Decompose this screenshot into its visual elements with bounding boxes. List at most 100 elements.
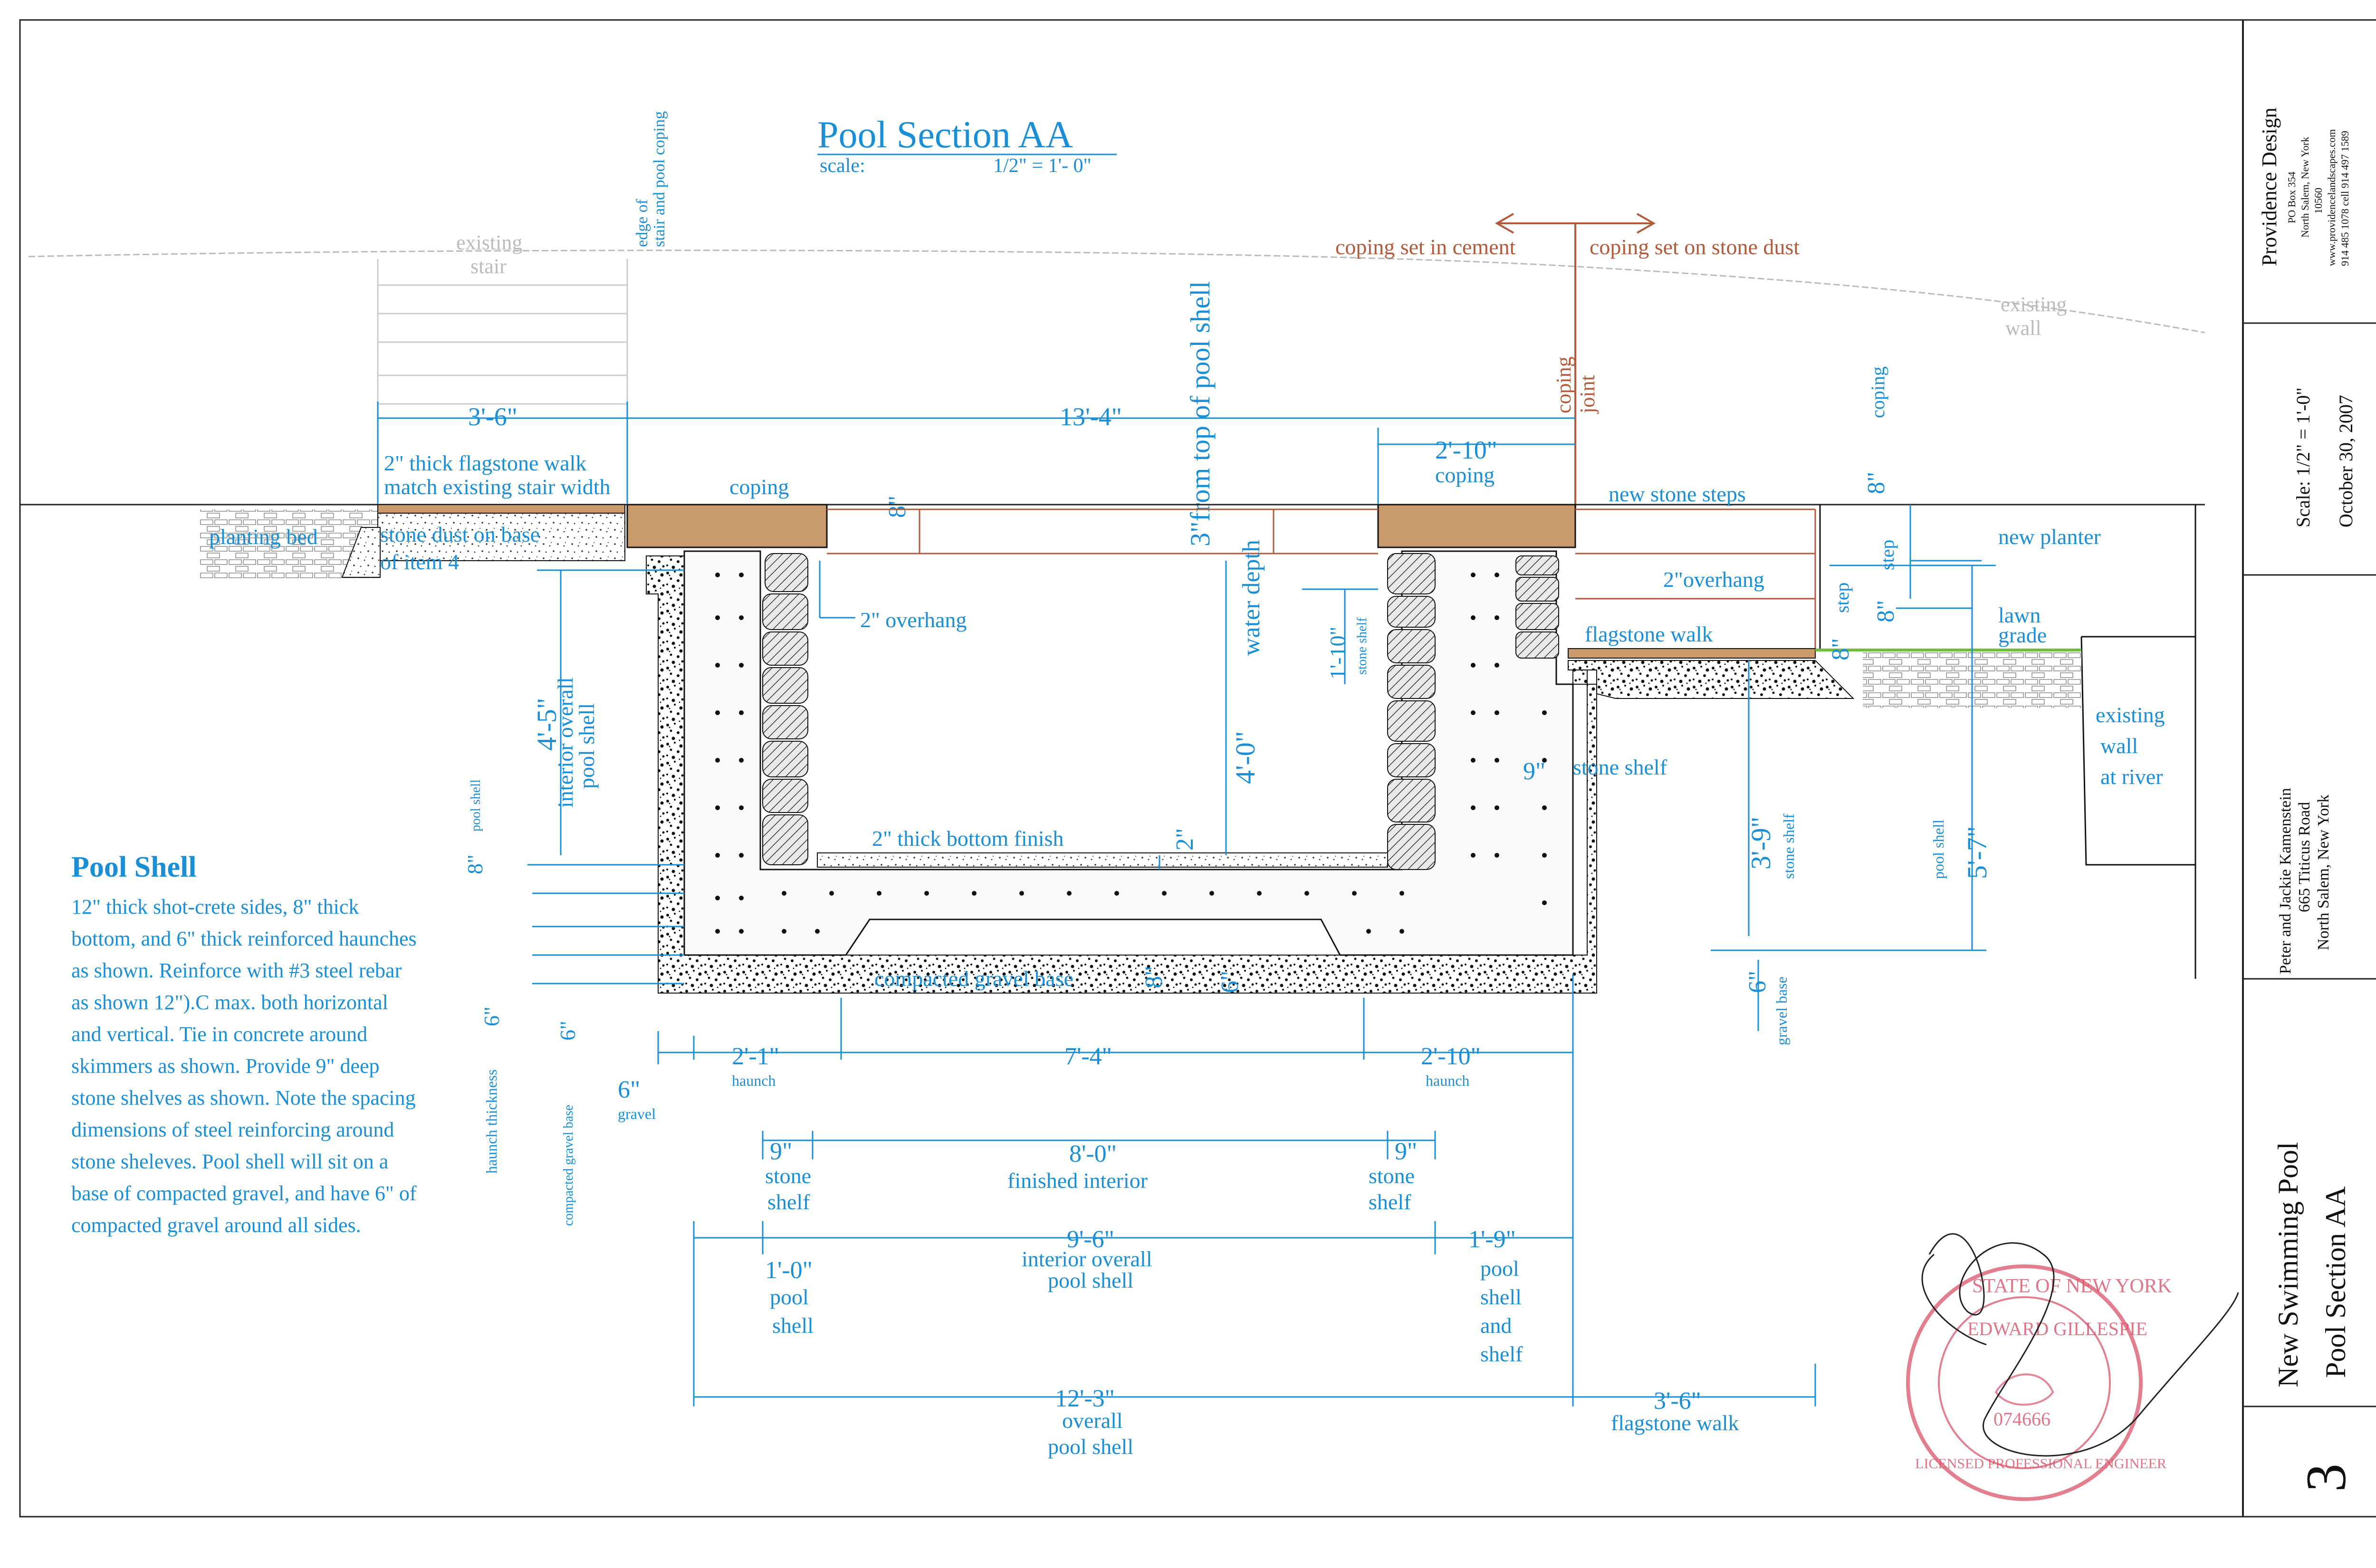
overhang-right-label: 2"overhang xyxy=(1663,567,1764,592)
shell-label-b: shell xyxy=(1480,1285,1522,1309)
interior-overall-b: pool shell xyxy=(1048,1268,1133,1292)
dim-8-coping-left: 8" xyxy=(884,496,911,518)
coping-joint-label-1: coping xyxy=(1552,356,1575,413)
stone-shelf-small-2: stone shelf xyxy=(1780,813,1797,879)
stone-label-1: stone xyxy=(765,1164,811,1188)
gravel-under-walk xyxy=(1568,660,1855,699)
dim-9-shelf: 9" xyxy=(1523,758,1545,785)
dim-6-gravel-right: 6" xyxy=(1744,971,1771,993)
water-depth-label: water depth xyxy=(1238,540,1265,656)
firm-town: North Salem, New York xyxy=(2299,137,2311,238)
edge-of-stair-label-1: edge of xyxy=(633,199,651,247)
right-vertical-dims xyxy=(1711,505,1996,1031)
flagstone-note-1: 2" thick flagstone walk xyxy=(384,451,586,475)
flagstone-walk-right xyxy=(1568,648,1816,659)
existing-wall-label-2: wall xyxy=(2005,316,2041,340)
coping-small-label: coping xyxy=(1867,366,1888,418)
firm-name: Providence Design xyxy=(2258,107,2281,266)
firm-phone: 914 485 1078 cell 914 497 1589 xyxy=(2339,131,2351,266)
signature xyxy=(1921,1233,2239,1457)
step-label-b: step xyxy=(1831,583,1853,613)
title-block-date: October 30, 2007 xyxy=(2335,395,2357,527)
dim-1-9: 1'-9" xyxy=(1468,1226,1516,1253)
stamp-top-text: STATE OF NEW YORK xyxy=(1972,1275,2172,1297)
concrete-shell xyxy=(683,550,1574,956)
dim-13-4: 13'-4" xyxy=(1060,402,1122,431)
stone-shelf-left xyxy=(762,553,808,865)
new-stone-steps-label: new stone steps xyxy=(1609,482,1746,506)
dim-2-1: 2'-1" xyxy=(732,1043,779,1070)
scale-value: 1/2" = 1'- 0" xyxy=(993,155,1092,177)
project-name: New Swimming Pool xyxy=(2272,1142,2304,1387)
dim-8-0: 8'-0" xyxy=(1069,1140,1117,1167)
dim-5-7: 5'-7" xyxy=(1962,826,1993,879)
flagstone-walk-bottom-label: flagstone walk xyxy=(1611,1411,1739,1435)
dim-1-0: 1'-0" xyxy=(765,1257,813,1284)
title-block xyxy=(2243,322,2376,1407)
dim-3-6-bottom: 3'-6" xyxy=(1654,1387,1701,1415)
lawn-label: lawn xyxy=(1998,603,2041,627)
dim-2-bottom: 2" xyxy=(1171,828,1198,851)
shelf-label-1: shelf xyxy=(767,1190,810,1214)
dim-12-3: 12'-3" xyxy=(1055,1385,1115,1412)
coping-left-label: coping xyxy=(729,475,789,499)
pool-shell-notes: Pool Shell 12" thick shot-crete sides, 8… xyxy=(71,851,423,1241)
dim-4-5: 4'-5" xyxy=(531,698,562,751)
dim-6-gravel-left: 6" xyxy=(556,1021,580,1041)
dim-8-coping-right: 8" xyxy=(1863,472,1890,494)
dim-9-right: 9" xyxy=(1395,1138,1417,1165)
flagstone-walk-label: flagstone walk xyxy=(1585,622,1713,646)
compacted-gravel-label: compacted gravel base xyxy=(874,966,1073,991)
haunch-label-2: haunch xyxy=(1426,1072,1469,1089)
planting-bed-label: planting bed xyxy=(209,525,318,549)
grade-label: grade xyxy=(1998,623,2047,647)
pool-label-b: pool xyxy=(1480,1256,1519,1281)
dim-6-gravel: 6" xyxy=(618,1076,640,1103)
gravel-base-small: gravel base xyxy=(1773,976,1790,1045)
interior-overall-label-1: interior overall xyxy=(553,677,577,808)
stone-dust-label-1: stone dust on base xyxy=(380,522,540,546)
coping-joint-label-2: joint xyxy=(1576,375,1599,414)
dim-9-6: 9'-6" xyxy=(1067,1226,1114,1253)
existing-wall-label-1: existing xyxy=(2001,293,2067,316)
top-dimension-lines xyxy=(377,402,1575,504)
water-surface-lines xyxy=(827,508,1816,651)
interior-overall-label-2: pool shell xyxy=(575,703,599,789)
flagstone-walk-left xyxy=(377,504,625,514)
dim-3-9: 3'-9" xyxy=(1745,817,1776,870)
dim-4-0: 4'-0" xyxy=(1230,731,1261,784)
existing-river-wall xyxy=(2080,636,2195,866)
from-top-of-shell-label: 3"from top of pool shell xyxy=(1185,281,1216,546)
dim-6-haunch-left: 6" xyxy=(479,1006,504,1026)
dim-2-10-top: 2'-10" xyxy=(1435,436,1497,464)
sheet-title: Pool Section AA xyxy=(2320,1186,2351,1378)
existing-wall-river-1: existing xyxy=(2096,703,2165,727)
dim-7-4: 7'-4" xyxy=(1064,1043,1112,1070)
pool-shell-small-2: pool shell xyxy=(1930,820,1947,879)
interior-vertical-dims xyxy=(527,561,1378,985)
dim-8-shell-left: 8" xyxy=(463,854,487,874)
bottom-finish-label: 2" thick bottom finish xyxy=(872,826,1063,851)
pool-shell-small: pool shell xyxy=(469,779,483,832)
client-name: Peter and Jackie Kamenstein xyxy=(2277,788,2294,974)
scale-label: scale: xyxy=(820,155,865,177)
haunch-thickness-label: haunch thickness xyxy=(483,1070,500,1174)
coping-cement-label: coping set in cement xyxy=(1335,235,1516,259)
stone-dust-edge xyxy=(341,527,381,578)
finished-interior-label: finished interior xyxy=(1007,1168,1148,1193)
existing-wall-river-2: wall xyxy=(2100,734,2138,758)
dim-2-10-bottom: 2'-10" xyxy=(1421,1043,1481,1070)
stone-shelf-small: stone shelf xyxy=(1355,617,1370,675)
dim-6-haunch: 6" xyxy=(1217,971,1244,993)
flagstone-note-2: match existing stair width xyxy=(384,475,611,499)
overall-label: overall xyxy=(1062,1408,1123,1433)
stamp-name-text: EDWARD GILLESPIE xyxy=(1967,1318,2147,1339)
dim-9-left: 9" xyxy=(770,1138,792,1165)
sheet-number: 3 xyxy=(2294,1463,2357,1492)
shelf-label-b: shelf xyxy=(1480,1342,1523,1366)
overall-shell-label: pool shell xyxy=(1048,1434,1133,1459)
notes-heading: Pool Shell xyxy=(71,851,197,883)
client-road: 665 Titicus Road xyxy=(2296,802,2313,912)
stone-dust-label-2: of item 4 xyxy=(380,550,459,574)
